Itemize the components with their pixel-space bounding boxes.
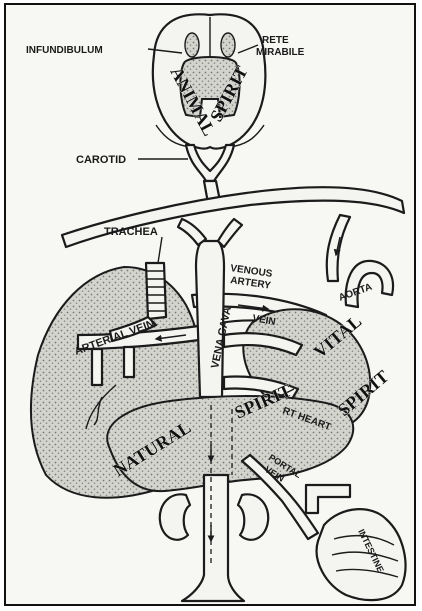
galen-physiology-diagram: INFUNDIBULUM RETE MIRABILE ANIMAL SPIRIT… [6, 5, 414, 604]
leader-trachea [158, 237, 162, 263]
vena-cava-branch-right [218, 219, 242, 247]
pulmonary-branch-2 [124, 347, 134, 377]
ventricle-right [221, 33, 235, 57]
pulmonary-branch [92, 349, 102, 385]
diagram-frame: INFUNDIBULUM RETE MIRABILE ANIMAL SPIRIT… [4, 3, 416, 606]
carotid-artery-left [186, 145, 234, 181]
label-carotid: CAROTID [76, 154, 126, 166]
aortic-arch [62, 187, 404, 247]
label-mirabile: MIRABILE [256, 47, 305, 58]
label-infundibulum: INFUNDIBULUM [26, 45, 103, 56]
vena-cava-branch-left [178, 219, 206, 245]
kidney-left [160, 494, 190, 540]
label-trachea: TRACHEA [104, 226, 158, 238]
descending-artery-right [327, 215, 350, 281]
intestine [306, 485, 405, 600]
label-rete: RETE [262, 35, 289, 46]
ventricle-left [185, 33, 199, 57]
lower-vena-cava [182, 475, 244, 601]
kidney-right [238, 494, 268, 540]
